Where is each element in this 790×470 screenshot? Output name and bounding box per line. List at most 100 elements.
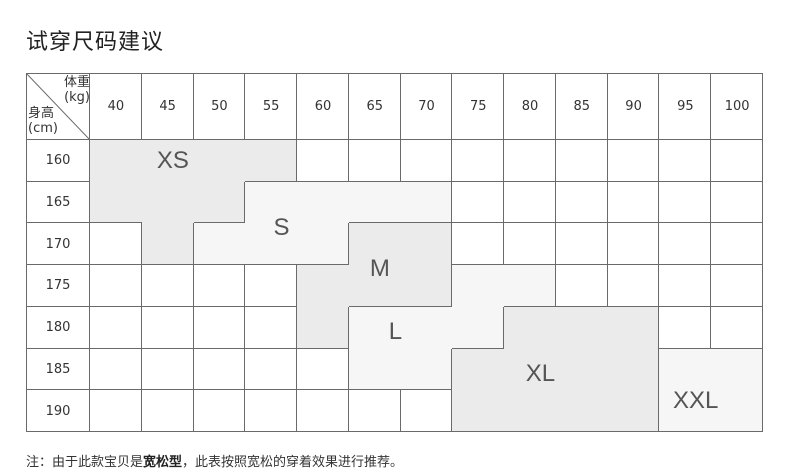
- size-region-cell: [607, 390, 660, 432]
- grid-cell: [400, 348, 453, 391]
- grid-cell: [348, 140, 401, 182]
- size-region-cell: [297, 181, 349, 224]
- size-label-xl: XL: [525, 359, 556, 387]
- grid-cell: [452, 306, 505, 349]
- grid-cell: [607, 265, 660, 307]
- size-region-cell: [348, 306, 401, 349]
- size-region-cell: [452, 390, 505, 432]
- grid-cell: [400, 73, 453, 140]
- grid-cell: [26, 140, 90, 182]
- size-region-cell: [504, 265, 556, 307]
- size-region-cell: [348, 223, 401, 266]
- size-region-cell: [452, 265, 505, 307]
- size-region-cell: [141, 140, 194, 182]
- weight-header-85: 85: [573, 99, 591, 114]
- grid-cell: [400, 265, 453, 307]
- weight-header-40: 40: [107, 99, 125, 114]
- height-row-185: 185: [45, 361, 71, 377]
- size-region-cell: [141, 223, 194, 266]
- grid-cell: [193, 223, 246, 266]
- grid-cell: [193, 265, 246, 307]
- size-region-cell: [555, 348, 608, 391]
- grid-cell: [608, 348, 660, 391]
- height-row-180: 180: [45, 320, 71, 336]
- grid-cell: [504, 265, 556, 307]
- grid-cell: [452, 73, 505, 140]
- size-region-cell: [555, 390, 608, 432]
- size-region-cell: [297, 223, 349, 266]
- size-label-xs: XS: [156, 146, 189, 174]
- weight-header-55: 55: [262, 99, 280, 114]
- grid-cell: [26, 181, 90, 224]
- grid-cell: [348, 182, 401, 224]
- grid-cell: [297, 306, 349, 349]
- size-region-cell: [348, 348, 401, 391]
- grid-cell: [26, 306, 90, 349]
- size-label-xxl: XXL: [673, 386, 719, 414]
- size-region-cell: [711, 348, 763, 391]
- grid-cell: [659, 73, 712, 140]
- size-region-cell: [400, 265, 453, 307]
- size-region-cell: [555, 306, 608, 349]
- grid-cell: [141, 348, 194, 391]
- size-region-cell: [245, 140, 298, 182]
- corner-weight-label: 体重 (kg): [63, 75, 90, 105]
- size-region-cell: [90, 181, 142, 224]
- weight-header-80: 80: [521, 99, 539, 114]
- size-region-cell: [297, 265, 349, 307]
- grid-cell: [90, 223, 142, 266]
- weight-header-95: 95: [677, 99, 694, 114]
- size-region-cell: [711, 390, 763, 432]
- corner-diagonal: [26, 73, 90, 140]
- grid-cell: [90, 182, 142, 224]
- grid-cell: [555, 265, 608, 307]
- weight-header-70: 70: [418, 99, 435, 114]
- size-label-m: M: [369, 255, 390, 283]
- grid-cell: [504, 181, 556, 224]
- grid-cell: [659, 265, 712, 307]
- size-region-cell: [400, 181, 453, 224]
- size-region-cell: [452, 306, 505, 349]
- size-label-l: L: [388, 317, 403, 345]
- weight-header-90: 90: [625, 99, 642, 114]
- grid-cell: [26, 223, 90, 266]
- grid-cell: [26, 265, 90, 307]
- size-region-cell: [245, 223, 298, 266]
- grid-cell: [401, 223, 453, 266]
- grid-cell: [555, 181, 608, 224]
- grid-cell: [245, 140, 298, 182]
- grid-cell: [400, 181, 453, 224]
- weight-header-45: 45: [159, 99, 176, 114]
- grid-cell: [141, 73, 194, 140]
- height-row-190: 190: [45, 403, 71, 419]
- grid-cell: [26, 348, 90, 391]
- grid-cell: [245, 306, 298, 349]
- grid-cell: [348, 265, 401, 307]
- grid-cell: [504, 223, 556, 266]
- grid-cell: [141, 265, 194, 307]
- size-region-cell: [400, 306, 453, 349]
- size-label-s: S: [273, 213, 290, 241]
- weight-header-75: 75: [469, 99, 487, 114]
- grid-cell: [607, 181, 660, 224]
- grid-cell: [245, 265, 298, 307]
- size-region-cell: [504, 390, 556, 432]
- weight-header-100: 100: [724, 99, 750, 114]
- grid-cell: [400, 140, 453, 182]
- size-region-cell: [452, 348, 505, 391]
- size-region-cell: [659, 390, 712, 432]
- size-region-cell: [193, 140, 246, 182]
- grid-cell: [659, 306, 712, 349]
- grid-cell: [245, 73, 298, 140]
- footnote-suffix: ，此表按照宽松的穿着效果进行推荐。: [182, 455, 404, 470]
- size-region-cell: [348, 265, 401, 307]
- grid-cell: [141, 223, 194, 266]
- grid-cell: [90, 73, 142, 140]
- size-region-cell: [607, 348, 660, 391]
- size-region-cell: [90, 140, 142, 182]
- size-region-cell: [659, 348, 712, 391]
- grid-cell: [608, 306, 660, 349]
- grid-cell: [452, 140, 505, 182]
- grid-cell: [348, 349, 401, 391]
